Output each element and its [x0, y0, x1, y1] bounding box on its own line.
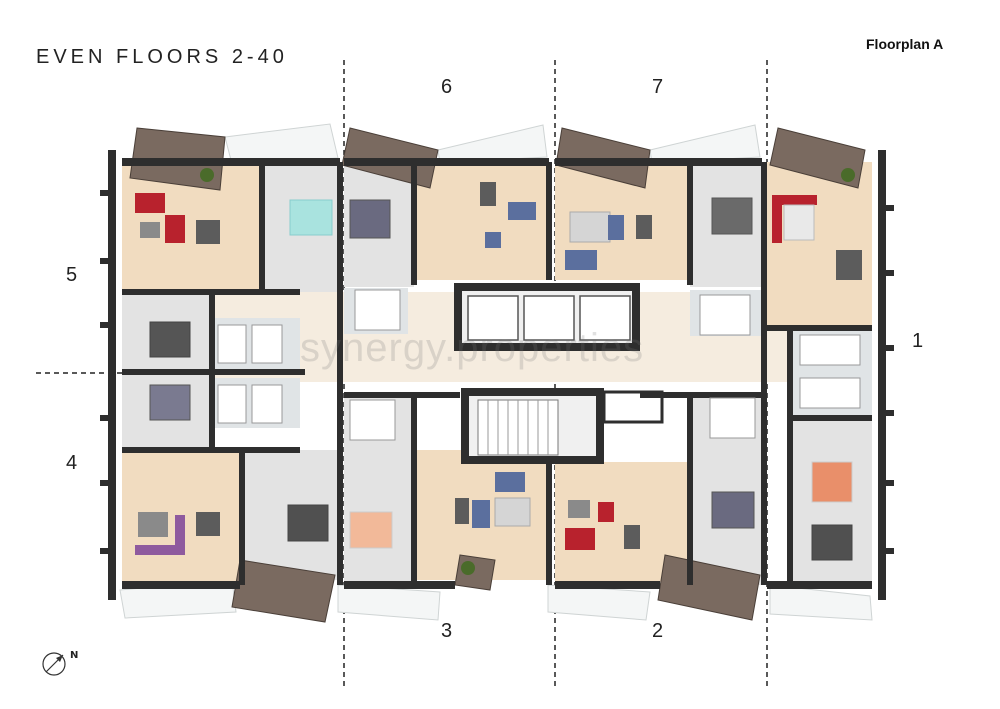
beds — [149, 197, 853, 561]
unit-number-7: 7 — [652, 76, 664, 98]
unit-number-2: 2 — [652, 620, 664, 642]
floorplan-label: Floorplan A — [866, 36, 944, 52]
unit-number-1: 1 — [912, 330, 924, 352]
unit-number-4: 4 — [66, 452, 78, 474]
unit-number-6: 6 — [441, 76, 453, 98]
bathroom-fixtures — [217, 289, 861, 441]
unit-number-5: 5 — [66, 264, 78, 286]
plants — [200, 168, 855, 575]
interior-walls — [122, 162, 872, 585]
unit-number-3: 3 — [441, 620, 453, 642]
window-mullions — [100, 190, 894, 554]
dining-tables — [196, 182, 862, 549]
exterior-walls — [108, 150, 886, 600]
lift-core — [454, 283, 640, 351]
stair-core — [461, 388, 664, 464]
north-arrow-icon — [42, 652, 66, 676]
compass: N — [40, 650, 84, 684]
watermark-text: synergy.properties — [300, 326, 645, 370]
floor-range-title: EVEN FLOORS 2-40 — [36, 46, 288, 68]
sofas — [135, 193, 817, 555]
compass-label: N — [70, 650, 79, 661]
